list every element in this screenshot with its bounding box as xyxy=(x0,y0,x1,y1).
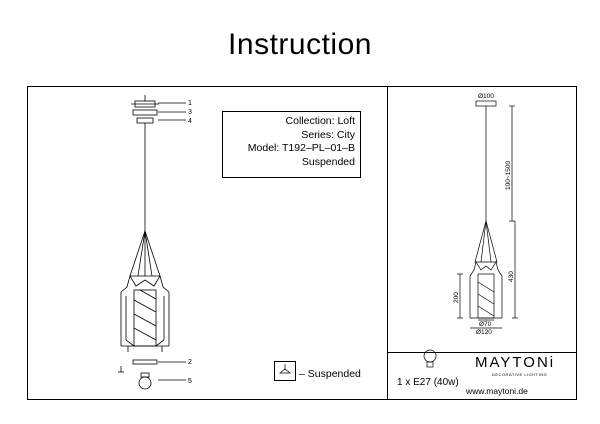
part-number: 2 xyxy=(188,359,192,366)
instruction-frame xyxy=(27,86,577,400)
part-number: 5 xyxy=(188,378,192,385)
brand-tagline: DECORATIVE LIGHTING xyxy=(492,372,548,377)
type-text: Suspended xyxy=(301,155,355,168)
part-number: 3 xyxy=(188,109,192,116)
brand-logo: MAYTONi xyxy=(475,354,556,371)
part-number: 4 xyxy=(188,118,192,125)
model-text: Model: T192–PL–01–B xyxy=(247,142,355,155)
product-info-box: Collection: Loft Series: City Model: T19… xyxy=(222,111,361,178)
cable-length-label: 100~1500 xyxy=(505,161,512,190)
website-link[interactable]: www.maytoni.de xyxy=(466,386,528,396)
divider-vertical xyxy=(387,86,388,400)
page-title: Instruction xyxy=(228,28,372,61)
total-height-label: 430 xyxy=(508,271,515,282)
bulb-spec-text: 1 x E27 (40w) xyxy=(397,377,459,388)
canopy-diameter-label: Ø100 xyxy=(478,93,494,100)
series-text: Series: City xyxy=(301,128,355,141)
shade-height-label: 200 xyxy=(453,292,460,303)
collection-text: Collection: Loft xyxy=(285,115,355,127)
legend-suspended-text: – Suspended xyxy=(299,368,361,380)
divider-horizontal xyxy=(387,352,577,353)
outer-diameter-label: Ø120 xyxy=(476,329,492,336)
suspended-icon xyxy=(274,361,296,381)
inner-diameter-label: Ø70 xyxy=(479,321,492,328)
part-number: 1 xyxy=(188,100,192,107)
